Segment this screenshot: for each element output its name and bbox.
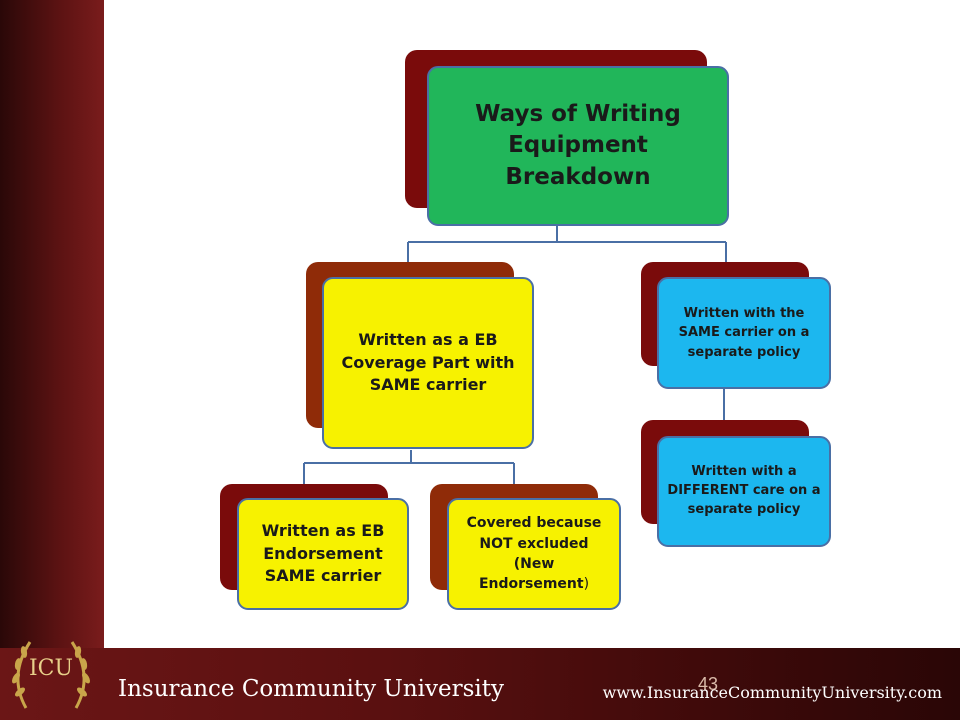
sidebar-panel (0, 0, 104, 648)
right-branch-node: Written with the SAME carrier on a separ… (657, 277, 831, 389)
left-child-2-node: Covered because NOT excluded (New Endors… (447, 498, 621, 610)
root-node: Ways of Writing Equipment Breakdown (427, 66, 729, 226)
connector-left-to-children (303, 450, 515, 484)
left-child-2-label-main: Covered because NOT excluded (New Endors… (466, 515, 602, 593)
slide-number: 43 (698, 674, 719, 694)
logo-text: ICU (28, 656, 74, 681)
left-branch-label: Written as a EB Coverage Part with SAME … (341, 330, 515, 395)
footer-bar (0, 648, 960, 720)
left-child-1-label: Written as EB Endorsement SAME carrier (261, 521, 385, 586)
right-branch-label: Written with the SAME carrier on a separ… (678, 305, 810, 360)
right-child-node: Written with a DIFFERENT care on a separ… (657, 436, 831, 547)
footer-org-name: Insurance Community University (118, 676, 504, 702)
laurel-wreath-icon (12, 641, 90, 709)
right-child-label: Written with a DIFFERENT care on a separ… (667, 464, 821, 517)
left-child-1-node: Written as EB Endorsement SAME carrier (237, 498, 409, 610)
footer-website: www.InsuranceCommunityUniversity.com (602, 683, 942, 702)
icu-logo: ICU (6, 628, 96, 716)
connector-root-to-branches (407, 226, 727, 262)
root-node-label: Ways of Writing Equipment Breakdown (475, 101, 681, 190)
left-branch-node: Written as a EB Coverage Part with SAME … (322, 277, 534, 449)
left-child-2-label-paren: ) (583, 576, 590, 593)
left-child-2-label: Covered because NOT excluded (New Endors… (459, 513, 609, 594)
